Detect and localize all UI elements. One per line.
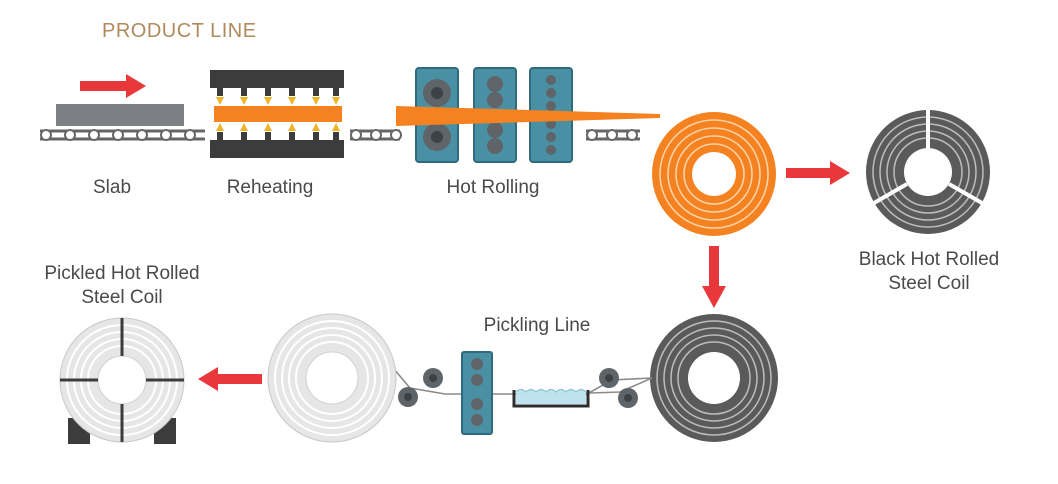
slab bbox=[56, 104, 184, 126]
label-slab: Slab bbox=[92, 177, 132, 198]
label-black-coil: Black Hot Rolled Steel Coil bbox=[858, 249, 1000, 294]
hot-strip bbox=[396, 106, 660, 126]
conveyor-chain-3 bbox=[586, 129, 640, 141]
label-hot-rolling: Hot Rolling bbox=[446, 177, 540, 198]
pickling-tank bbox=[512, 389, 590, 408]
arrow-down-to-pickling bbox=[702, 246, 726, 308]
arrow-to-pickled-coil bbox=[198, 367, 262, 391]
recoiler-light-coil bbox=[267, 313, 397, 443]
label-pickling-line: Pickling Line bbox=[483, 315, 591, 336]
arrow-to-black-coil bbox=[786, 161, 850, 185]
reheating-furnace bbox=[210, 70, 344, 158]
conveyor-chain-2 bbox=[350, 129, 402, 141]
pickled-hot-rolled-coil bbox=[59, 317, 185, 444]
uncoiler-dark-coil bbox=[650, 314, 778, 442]
label-reheating: Reheating bbox=[226, 177, 314, 198]
heated-slab bbox=[214, 106, 342, 122]
pickling-rollers bbox=[398, 368, 638, 408]
label-pickled-coil: Pickled Hot Rolled Steel Coil bbox=[44, 263, 200, 308]
diagram-title: PRODUCT LINE bbox=[102, 20, 257, 42]
conveyor-chain-slab bbox=[40, 129, 205, 141]
slab-direction-arrow bbox=[80, 74, 146, 98]
black-hot-rolled-coil bbox=[866, 110, 990, 234]
pickling-stand bbox=[461, 351, 493, 435]
hot-coil bbox=[652, 112, 776, 236]
